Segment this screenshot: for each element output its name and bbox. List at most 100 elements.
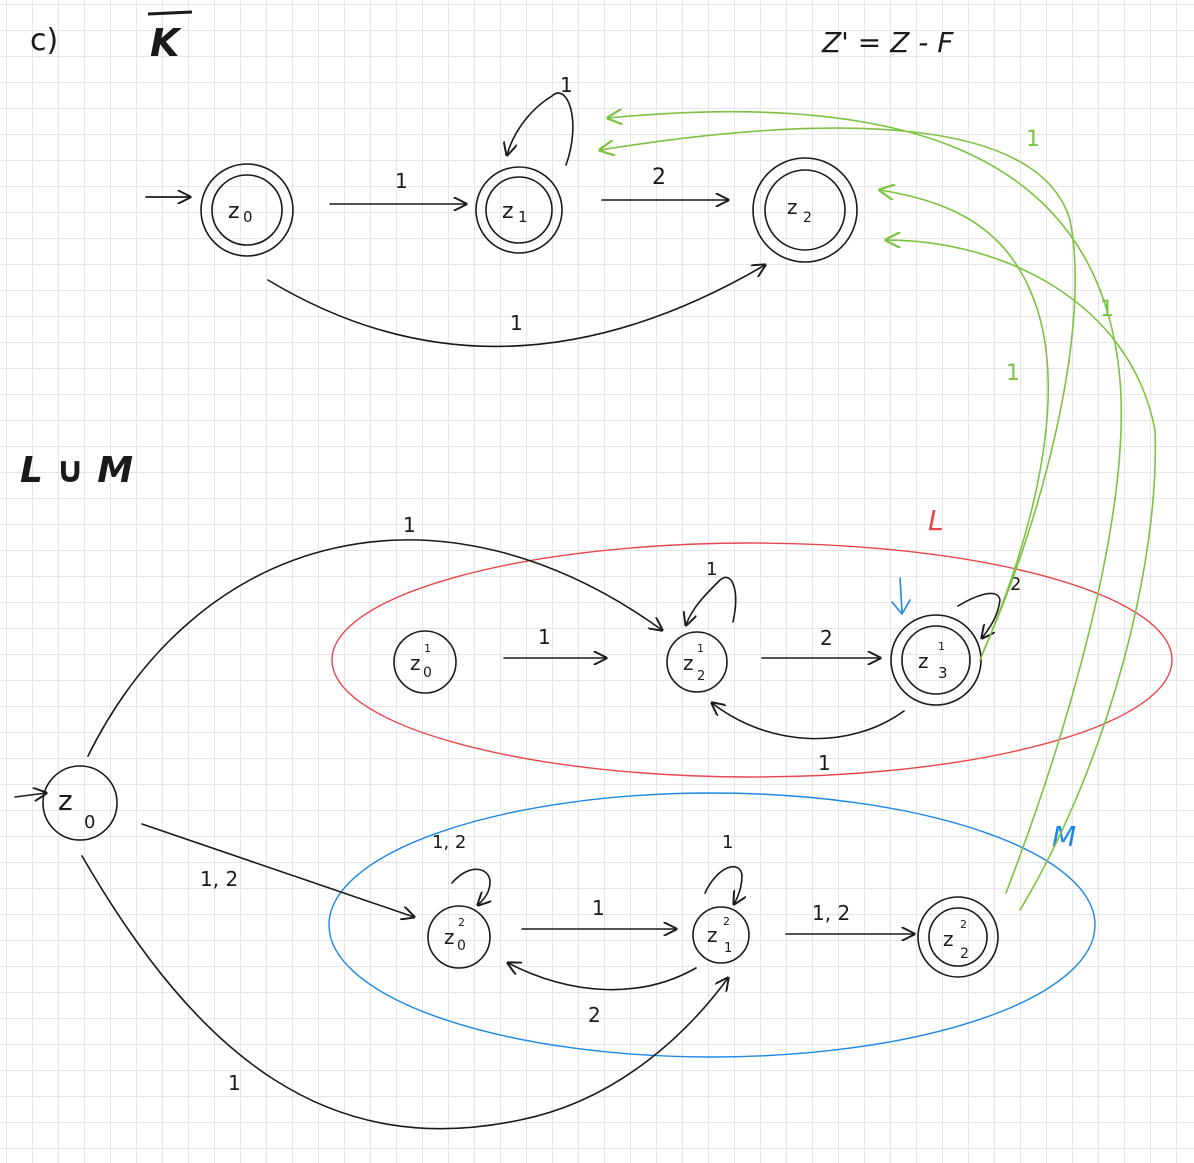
green-edge-z13-z1 xyxy=(600,127,1076,651)
edge-label: 1 xyxy=(706,559,717,580)
edge-z2-1-selfloop xyxy=(704,865,742,904)
edge-z0-z1-2 xyxy=(87,539,662,757)
top-automaton: z 0 z 1 z 2 1 1 2 1 xyxy=(145,73,858,348)
edge-label: 1 xyxy=(722,832,733,853)
state-sub: 0 xyxy=(457,938,466,954)
state-sub: 0 xyxy=(423,665,432,681)
union-automaton: z 0 z 1 0 z 1 2 z 1 3 z 2 0 xyxy=(14,513,1021,1130)
state-label: z xyxy=(707,923,718,947)
edge-z2-1-z2-0 xyxy=(508,963,697,991)
state-sup: 1 xyxy=(938,640,945,653)
edge-z0-z2 xyxy=(267,265,765,348)
state-sup: 1 xyxy=(424,642,431,655)
state-label: z xyxy=(410,651,421,675)
state-label: z xyxy=(787,195,798,219)
edge-z0-z2-1 xyxy=(81,855,728,1130)
state-circle xyxy=(692,906,750,964)
accepting-marker-arrow xyxy=(891,577,911,615)
edge-z1-2-selfloop xyxy=(686,576,737,625)
union-title: L ∪ M xyxy=(20,450,133,491)
state-sub: 1 xyxy=(518,208,528,226)
state-label: z xyxy=(683,651,694,675)
edge-label: 1 xyxy=(510,311,523,335)
edge-label: 1, 2 xyxy=(432,832,466,853)
state-label: z xyxy=(444,925,455,949)
overline xyxy=(147,10,193,16)
edge-z1-selfloop xyxy=(507,92,574,166)
state-inner-ring xyxy=(764,169,846,251)
state-z0-union: z 0 xyxy=(42,765,118,841)
state-inner-ring xyxy=(485,176,553,244)
edge-label: 1 xyxy=(560,73,573,97)
edge-label: 2 xyxy=(588,1003,601,1027)
state-z2-1: z 2 1 xyxy=(692,906,750,964)
green-edge-z22-z2 xyxy=(886,240,1157,911)
state-z2-2: z 2 2 xyxy=(917,896,999,978)
green-cross-edges: 1 1 1 xyxy=(600,112,1157,911)
set-L-ellipse xyxy=(331,542,1173,778)
state-sub: 0 xyxy=(84,812,95,833)
edge-label: 1 xyxy=(228,1071,241,1095)
state-sup: 2 xyxy=(458,916,465,929)
state-sup: 2 xyxy=(723,915,730,928)
edge-label: 2 xyxy=(820,626,833,650)
state-outer-ring xyxy=(200,163,294,257)
part-label: c) xyxy=(30,23,58,58)
green-edge-z22-z1 xyxy=(608,112,1123,894)
edge-label: 1 xyxy=(592,896,605,920)
state-sub: 2 xyxy=(697,669,705,684)
state-z1-2: z 1 2 xyxy=(666,631,728,693)
state-label: z xyxy=(58,784,73,817)
state-inner-ring xyxy=(928,907,988,967)
state-sup: 1 xyxy=(697,642,704,655)
state-sub: 2 xyxy=(960,946,969,962)
state-outer-ring xyxy=(890,614,982,706)
formula: Z' = Z - F xyxy=(821,26,954,59)
edge-label: 2 xyxy=(1010,574,1021,595)
state-label: z xyxy=(228,199,240,224)
edge-label: 1 xyxy=(403,513,416,537)
state-outer-ring xyxy=(752,157,858,263)
state-inner-ring xyxy=(901,625,971,695)
state-outer-ring xyxy=(475,166,563,254)
state-outer-ring xyxy=(917,896,999,978)
state-circle xyxy=(666,631,728,693)
green-edge-z13-z2 xyxy=(880,190,1049,661)
complement-title-text: K xyxy=(150,21,182,65)
state-z0-top: z 0 xyxy=(200,163,294,257)
state-z1-top: z 1 xyxy=(475,166,563,254)
start-arrow xyxy=(14,793,46,797)
edge-label: 1 xyxy=(538,625,551,649)
set-M-ellipse xyxy=(328,792,1096,1058)
edge-label: 1, 2 xyxy=(200,867,238,891)
state-sub: 0 xyxy=(243,208,253,226)
edge-z0-z2-0 xyxy=(141,823,414,917)
state-sub: 3 xyxy=(938,664,948,682)
state-sub: 1 xyxy=(724,941,732,956)
state-z2-top: z 2 xyxy=(752,157,858,263)
edge-z1-3-selfloop xyxy=(957,592,1001,638)
state-label: z xyxy=(918,649,929,673)
state-circle xyxy=(393,630,457,694)
state-sub: 2 xyxy=(803,210,812,226)
edge-label: 1, 2 xyxy=(812,901,850,925)
state-inner-ring xyxy=(211,174,283,246)
state-circle xyxy=(427,905,491,969)
state-z2-0: z 2 0 xyxy=(427,905,491,969)
complement-title: K xyxy=(147,10,193,65)
state-label: z xyxy=(943,927,954,951)
state-z1-0: z 1 0 xyxy=(393,630,457,694)
green-edge-label: 1 xyxy=(1100,297,1114,322)
edge-z1-3-z1-2 xyxy=(712,703,905,740)
green-edge-label: 1 xyxy=(1006,361,1020,386)
edge-label: 2 xyxy=(652,165,666,190)
edge-label: 1 xyxy=(395,169,408,193)
state-label: z xyxy=(502,199,514,224)
edge-label: 1 xyxy=(818,751,831,775)
state-sup: 2 xyxy=(960,918,967,931)
state-z1-3: z 1 3 xyxy=(890,614,982,706)
set-L-label: L xyxy=(928,504,944,537)
green-edge-label: 1 xyxy=(1026,127,1040,152)
edge-z2-0-selfloop xyxy=(451,868,490,905)
